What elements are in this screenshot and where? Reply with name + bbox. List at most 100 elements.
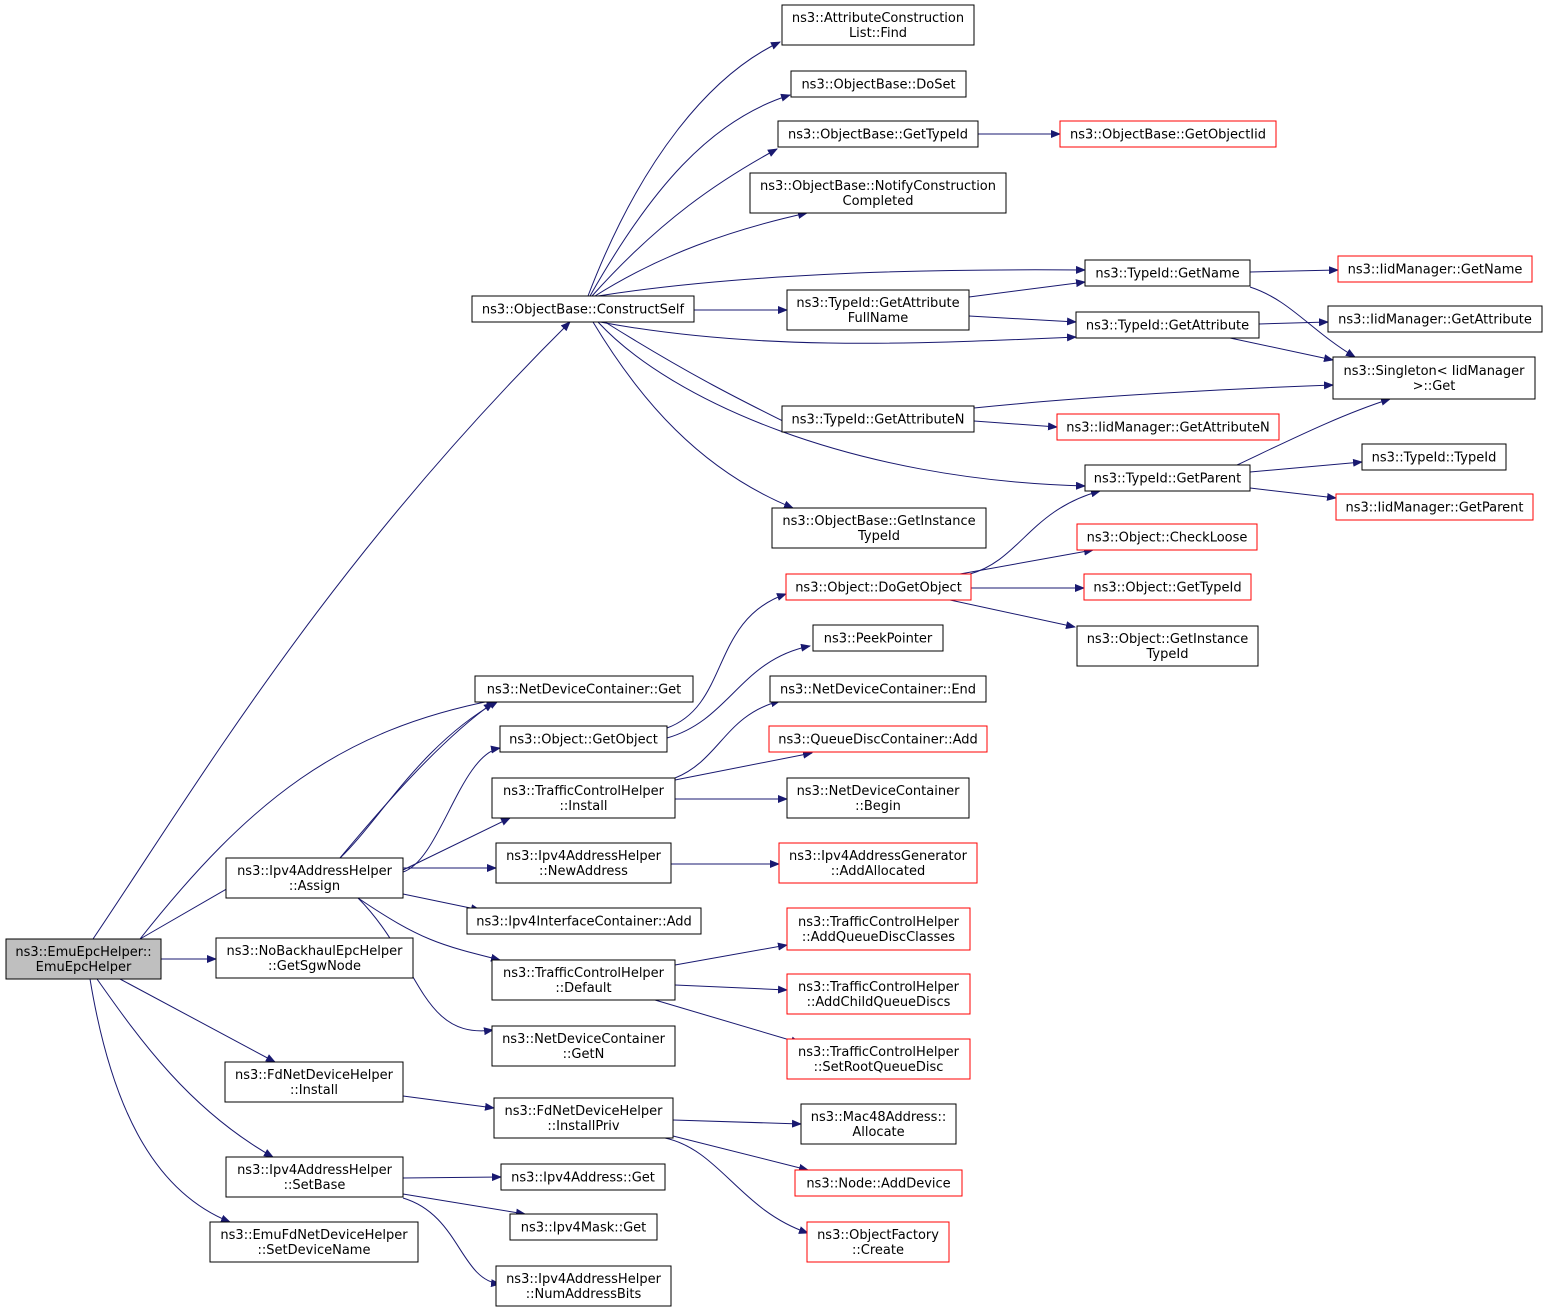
node-tid-getname[interactable]: ns3::TypeId::GetName: [1084, 259, 1251, 287]
node-doset[interactable]: ns3::ObjectBase::DoSet: [790, 70, 967, 98]
node-label: ns3::TypeId::GetAttributeN: [791, 413, 964, 428]
node-constructself[interactable]: ns3::ObjectBase::ConstructSelf: [471, 295, 695, 323]
node-ob-gettypeid[interactable]: ns3::ObjectBase::GetTypeId: [777, 120, 979, 148]
node-label: ::SetDeviceName: [258, 1243, 371, 1258]
node-tch-default[interactable]: ns3::TrafficControlHelper::Default: [491, 959, 676, 1001]
node-box: [781, 405, 975, 433]
call-edge: [339, 702, 494, 859]
node-ipv4h-numaddrbits[interactable]: ns3::Ipv4AddressHelper::NumAddressBits: [495, 1265, 672, 1307]
node-mac48-allocate[interactable]: ns3::Mac48Address::Allocate: [800, 1103, 957, 1145]
node-label: TypeId: [1146, 647, 1189, 662]
node-tch-setrootqd[interactable]: ns3::TrafficControlHelper::SetRootQueueD…: [786, 1038, 971, 1080]
call-edge: [592, 321, 794, 509]
node-tch-addqdclasses[interactable]: ns3::TrafficControlHelper::AddQueueDiscC…: [786, 907, 971, 951]
node-box: [1075, 311, 1260, 339]
call-edge: [599, 321, 1077, 344]
node-label: ns3::Node::AddDevice: [806, 1177, 950, 1192]
node-label: ns3::Ipv4AddressHelper: [506, 849, 662, 864]
node-ipv4gen-addallocated[interactable]: ns3::Ipv4AddressGenerator::AddAllocated: [778, 842, 978, 884]
node-ipv4h-setbase[interactable]: ns3::Ipv4AddressHelper::SetBase: [225, 1156, 404, 1198]
node-box: [778, 842, 978, 884]
node-box: [491, 959, 676, 1001]
node-label: ns3::TypeId::TypeId: [1372, 451, 1497, 466]
node-nobackhaul[interactable]: ns3::NoBackhaulEpcHelper::GetSgwNode: [215, 937, 414, 979]
node-box: [786, 907, 971, 951]
node-box: [812, 624, 944, 652]
node-ipv4ic-add[interactable]: ns3::Ipv4InterfaceContainer::Add: [466, 907, 702, 935]
call-edge: [674, 942, 788, 966]
node-iid-getattributen[interactable]: ns3::IidManager::GetAttributeN: [1056, 413, 1280, 441]
call-edge: [597, 265, 1086, 297]
node-box: [209, 1221, 419, 1263]
node-box: [225, 857, 404, 899]
node-label: ns3::ObjectBase::GetInstance: [782, 514, 975, 529]
node-tid-getattribute[interactable]: ns3::TypeId::GetAttribute: [1075, 311, 1260, 339]
node-ipv4h-newaddress[interactable]: ns3::Ipv4AddressHelper::NewAddress: [495, 842, 672, 884]
node-peekpointer[interactable]: ns3::PeekPointer: [812, 624, 944, 652]
node-ipv4mask-get[interactable]: ns3::Ipv4Mask::Get: [509, 1213, 658, 1241]
node-box: [1056, 413, 1280, 441]
node-box: [1059, 120, 1277, 148]
call-edge: [674, 750, 813, 781]
node-tid-getattributen[interactable]: ns3::TypeId::GetAttributeN: [781, 405, 975, 433]
node-fdh-install[interactable]: ns3::FdNetDeviceHelper::Install: [224, 1061, 404, 1103]
node-box: [491, 777, 676, 819]
call-edge: [654, 999, 801, 1045]
node-label: ::InstallPriv: [547, 1119, 619, 1134]
call-edge: [674, 984, 788, 994]
node-obj-gettypeid[interactable]: ns3::Object::GetTypeId: [1083, 573, 1252, 601]
call-edge: [402, 1197, 501, 1288]
node-label: ns3::IidManager::GetParent: [1345, 501, 1523, 516]
node-obj-dogetobject[interactable]: ns3::Object::DoGetObject: [785, 573, 972, 601]
node-label: ns3::Ipv4AddressHelper: [506, 1272, 662, 1287]
node-label: Completed: [843, 194, 914, 209]
node-ndc-end[interactable]: ns3::NetDeviceContainer::End: [769, 675, 987, 703]
function-nodes: ns3::EmuEpcHelper::EmuEpcHelperns3::Obje…: [5, 4, 1543, 1307]
node-obj-getobject[interactable]: ns3::Object::GetObject: [499, 725, 668, 753]
node-box: [1361, 443, 1507, 471]
node-label: ::Install: [560, 799, 608, 814]
node-ndc-get[interactable]: ns3::NetDeviceContainer::Get: [474, 675, 694, 703]
node-iid-getname[interactable]: ns3::IidManager::GetName: [1337, 255, 1533, 283]
node-label: ns3::IidManager::GetAttributeN: [1066, 421, 1270, 436]
node-qdc-add[interactable]: ns3::QueueDiscContainer::Add: [768, 725, 988, 753]
node-tid-getparent[interactable]: ns3::TypeId::GetParent: [1084, 464, 1251, 492]
node-notifyconstruction[interactable]: ns3::ObjectBase::NotifyConstructionCompl…: [749, 172, 1007, 214]
node-ipv4addr-get[interactable]: ns3::Ipv4Address::Get: [500, 1163, 666, 1191]
node-label: ns3::ObjectBase::ConstructSelf: [482, 303, 685, 318]
node-tid-typeid[interactable]: ns3::TypeId::TypeId: [1361, 443, 1507, 471]
node-emufd-setdevname[interactable]: ns3::EmuFdNetDeviceHelper::SetDeviceName: [209, 1221, 419, 1263]
node-iid-getparent[interactable]: ns3::IidManager::GetParent: [1335, 493, 1534, 521]
node-getobjectiid[interactable]: ns3::ObjectBase::GetObjectIid: [1059, 120, 1277, 148]
call-edge: [357, 897, 501, 962]
node-label: ns3::Object::GetObject: [509, 733, 658, 748]
node-box: [786, 1038, 971, 1080]
node-box: [224, 1061, 404, 1103]
node-tch-install[interactable]: ns3::TrafficControlHelper::Install: [491, 777, 676, 819]
node-label: List::Find: [849, 26, 907, 41]
node-ipv4h-assign[interactable]: ns3::Ipv4AddressHelper::Assign: [225, 857, 404, 899]
node-box: [5, 938, 162, 980]
node-iid-getattribute[interactable]: ns3::IidManager::GetAttribute: [1327, 305, 1543, 333]
node-box: [474, 675, 694, 703]
node-label: ::Default: [555, 981, 611, 996]
node-objfactory-create[interactable]: ns3::ObjectFactory::Create: [806, 1221, 950, 1263]
node-ndc-getn[interactable]: ns3::NetDeviceContainer::GetN: [491, 1025, 676, 1067]
node-node-adddevice[interactable]: ns3::Node::AddDevice: [794, 1169, 963, 1197]
node-box: [491, 1025, 676, 1067]
node-box: [786, 289, 970, 331]
node-label: ns3::Ipv4AddressHelper: [237, 864, 393, 879]
call-edge: [402, 893, 481, 913]
node-box: [777, 120, 979, 148]
node-ndc-begin[interactable]: ns3::NetDeviceContainer::Begin: [786, 777, 970, 819]
node-singleton[interactable]: ns3::Singleton< IidManager >::Get: [1332, 356, 1536, 400]
node-box: [495, 1265, 672, 1307]
node-tch-addchildqd[interactable]: ns3::TrafficControlHelper::AddChildQueue…: [786, 973, 971, 1015]
node-obj-checkloose[interactable]: ns3::Object::CheckLoose: [1076, 523, 1258, 551]
node-box: [495, 842, 672, 884]
node-fdh-installpriv[interactable]: ns3::FdNetDeviceHelper::InstallPriv: [493, 1097, 674, 1139]
